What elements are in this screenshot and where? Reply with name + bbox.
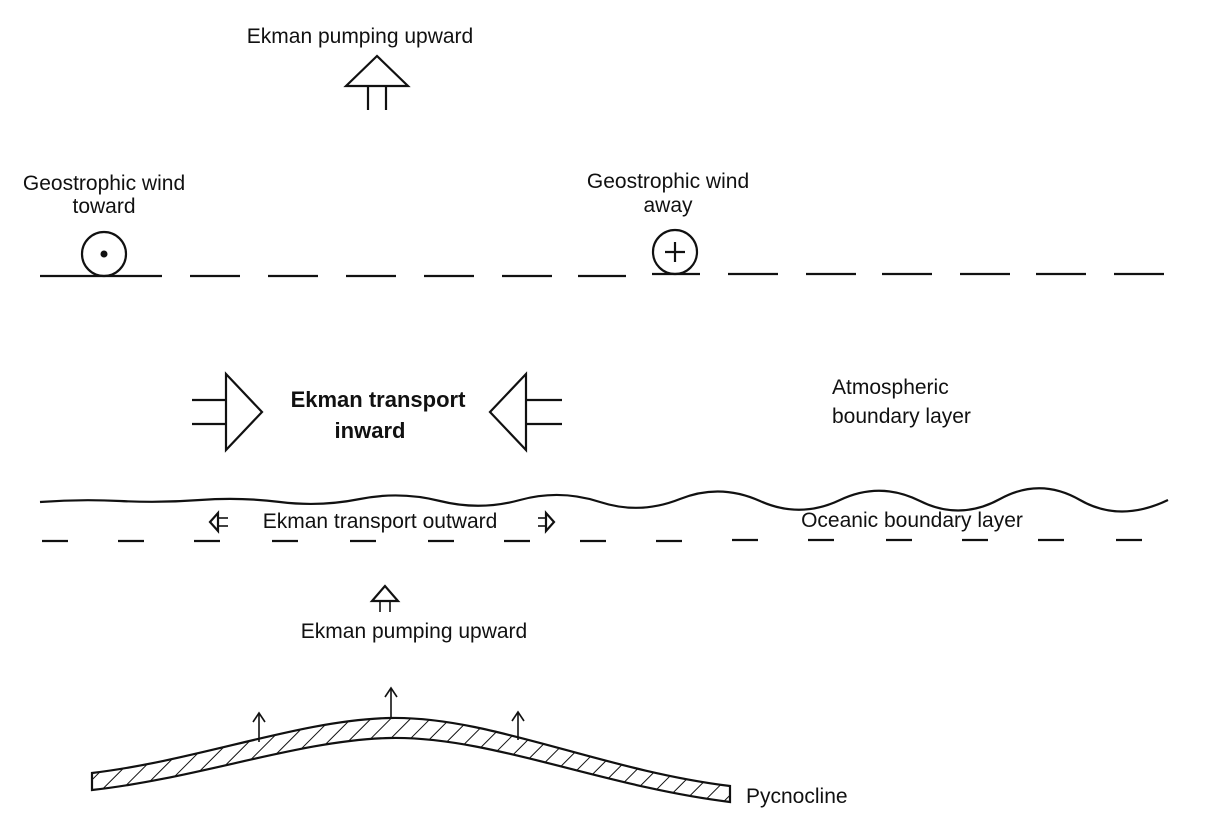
bottom-pumping-arrow-icon	[369, 584, 401, 612]
wind-toward-label-line2: toward	[72, 195, 135, 218]
atmospheric-layer-label-line2: boundary layer	[832, 405, 971, 428]
atmospheric-layer-label-line1: Atmospheric	[832, 376, 949, 399]
top-pumping-label: Ekman pumping upward	[247, 25, 473, 48]
oceanic-bottom-dashed-line	[42, 538, 1142, 543]
wind-away-plus-icon	[651, 228, 699, 276]
top-pumping-arrow-icon	[343, 54, 411, 110]
wind-away-label-line1: Geostrophic wind	[587, 170, 749, 193]
transport-inward-label-line1: Ekman transport	[291, 387, 466, 412]
pycnocline-up-arrow-center-icon	[384, 686, 398, 717]
pycnocline-label: Pycnocline	[746, 785, 848, 808]
transport-inward-left-arrow-icon	[192, 371, 264, 453]
transport-outward-right-arrow-icon	[538, 510, 556, 534]
bottom-pumping-label: Ekman pumping upward	[301, 620, 527, 643]
pycnocline-up-arrow-left-icon	[252, 711, 266, 742]
transport-inward-label-line2: inward	[335, 418, 406, 443]
ocean-layer-label: Oceanic boundary layer	[801, 509, 1023, 532]
sea-surface-line	[39, 487, 1169, 513]
pycnocline-up-arrow-right-icon	[511, 710, 525, 740]
atmospheric-top-dashed-line	[40, 272, 1164, 278]
transport-outward-left-arrow-icon	[208, 510, 228, 534]
wind-toward-dot-icon	[80, 230, 128, 278]
transport-outward-label: Ekman transport outward	[263, 510, 498, 533]
pycnocline-band	[90, 716, 732, 804]
wind-toward-label-line1: Geostrophic wind	[23, 172, 185, 195]
transport-inward-right-arrow-icon	[488, 371, 562, 453]
wind-away-label-line2: away	[643, 194, 693, 217]
